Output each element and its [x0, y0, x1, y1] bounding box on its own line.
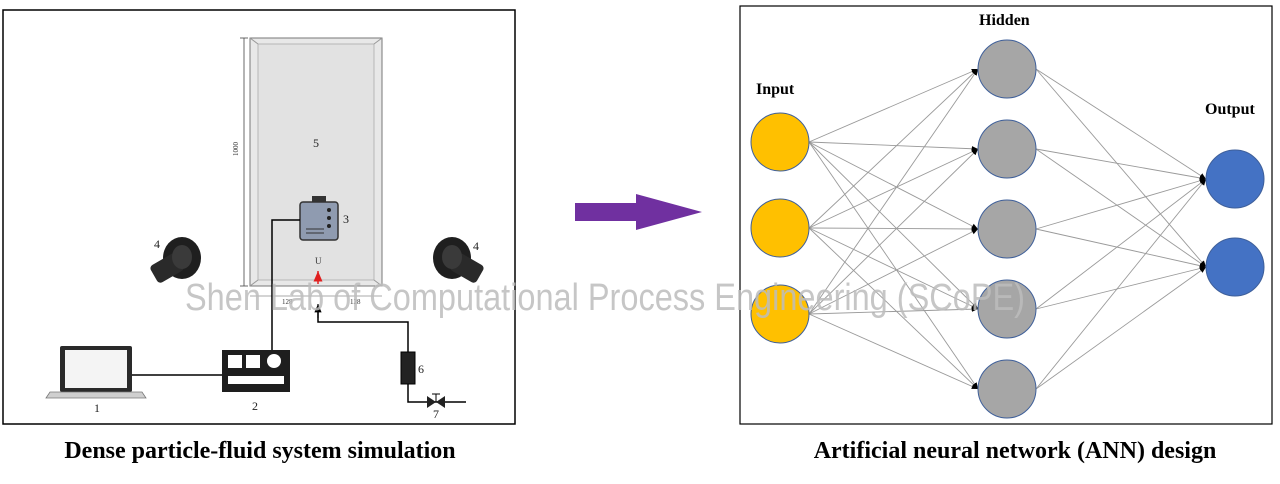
velocity-label: U — [315, 256, 322, 266]
fluidized-bed-column — [249, 37, 383, 287]
connection-hidden3-output1 — [1035, 178, 1207, 230]
connection-hidden1-output2 — [1035, 68, 1207, 268]
laptop — [45, 346, 147, 399]
flowmeter-label: 6 — [418, 362, 424, 376]
connection-input2-hidden3 — [808, 226, 979, 232]
camera-cable — [271, 219, 300, 350]
connection-input2-hidden2 — [808, 148, 979, 229]
connection-input1-hidden2 — [808, 141, 979, 152]
output-layer-label: Output — [1205, 101, 1255, 118]
height-dimension-label: 1000 — [232, 142, 240, 157]
connection-input1-hidden4 — [808, 141, 979, 310]
connection-hidden2-output1 — [1035, 148, 1207, 181]
connection-input3-hidden2 — [808, 148, 979, 315]
height-dimension — [240, 37, 248, 287]
transition-arrow — [575, 194, 702, 230]
left-caption: Dense particle-fluid system simulation — [64, 438, 455, 464]
connection-hidden5-output1 — [1035, 178, 1207, 390]
input-node-1 — [750, 112, 810, 172]
connection-input2-hidden5 — [808, 227, 979, 390]
ann-connections — [808, 68, 1207, 390]
connection-input1-hidden1 — [808, 68, 979, 143]
connection-input3-hidden4 — [808, 306, 979, 315]
light-left — [150, 237, 201, 283]
connection-hidden5-output2 — [1035, 266, 1207, 390]
connection-hidden1-output1 — [1035, 68, 1207, 180]
controller-box — [222, 350, 290, 392]
watermark-text: Shen Lab of Computational Process Engine… — [185, 277, 1025, 319]
light-right-label: 4 — [473, 239, 479, 253]
output-node-1 — [1205, 149, 1265, 209]
hidden-node-3 — [977, 199, 1037, 259]
ann-nodes — [750, 39, 1265, 419]
valve-label: 7 — [433, 407, 439, 421]
width-label-left: 128 — [282, 298, 293, 306]
laptop-label: 1 — [94, 401, 100, 415]
hidden-node-2 — [977, 119, 1037, 179]
ann-panel: Input Hidden Output Artificial neural ne… — [739, 5, 1273, 464]
hidden-layer-label: Hidden — [979, 12, 1030, 29]
connection-input3-hidden5 — [808, 313, 979, 390]
connection-hidden4-output1 — [1035, 178, 1207, 310]
hidden-node-1 — [977, 39, 1037, 99]
connection-input2-hidden4 — [808, 227, 979, 310]
controller-label: 2 — [252, 399, 258, 413]
flowmeter — [400, 351, 416, 385]
camera-unit-label: 3 — [343, 212, 349, 226]
connection-input1-hidden3 — [808, 141, 979, 230]
column-label: 5 — [313, 136, 319, 150]
input-node-2 — [750, 198, 810, 258]
valve — [427, 393, 445, 408]
connection-input3-hidden3 — [808, 228, 979, 315]
input-node-3 — [750, 284, 810, 344]
supply-pipe-lower — [407, 384, 466, 403]
output-node-2 — [1205, 237, 1265, 297]
input-layer-label: Input — [756, 81, 795, 98]
connection-hidden2-output2 — [1035, 148, 1207, 268]
connection-hidden3-output2 — [1035, 228, 1207, 269]
connection-input2-hidden1 — [808, 68, 979, 229]
light-left-label: 4 — [154, 237, 160, 251]
connection-hidden4-output2 — [1035, 265, 1207, 310]
connection-input1-hidden5 — [808, 141, 979, 390]
connection-input3-hidden1 — [808, 68, 979, 315]
hidden-node-4 — [977, 279, 1037, 339]
light-right — [433, 237, 484, 283]
hidden-node-5 — [977, 359, 1037, 419]
right-caption: Artificial neural network (ANN) design — [814, 438, 1217, 464]
width-label-right: 128 — [350, 298, 361, 306]
experimental-setup-panel: 5 1000 128 128 3 U — [2, 9, 516, 464]
camera-unit — [299, 196, 339, 241]
